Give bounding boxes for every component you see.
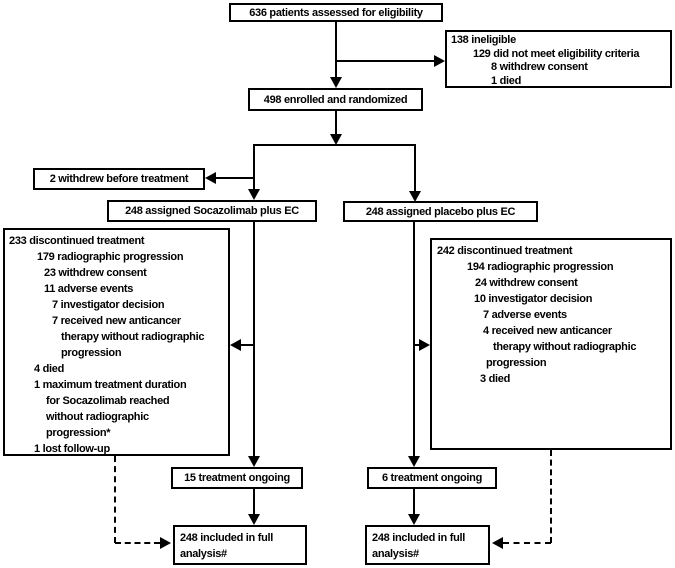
discontinued-line: without radiographic	[46, 411, 149, 423]
discontinued-line: progression*	[46, 427, 111, 439]
placebo-analysis-box: 248 included in full analysis#	[365, 525, 490, 565]
connector-left-ongoing-analysis	[253, 489, 255, 515]
discontinued-line: 233 discontinued treatment	[9, 235, 145, 247]
split-line	[253, 144, 416, 146]
discontinued-line: 7 adverse events	[483, 309, 567, 321]
arrowhead-to-left-discontinued	[230, 339, 241, 351]
discontinued-line: 242 discontinued treatment	[437, 245, 573, 257]
arrowhead-to-right-analysis	[408, 514, 420, 525]
arrowhead-to-left-analysis	[248, 514, 260, 525]
arrowhead-to-left-ongoing	[248, 456, 260, 467]
discontinued-line: 3 died	[480, 373, 510, 385]
connector-left-arm-ongoing	[253, 222, 255, 457]
enrolled-box: 498 enrolled and randomized	[248, 88, 423, 111]
discontinued-line: 23 withdrew consent	[44, 267, 147, 279]
connector-to-left-discontinued	[241, 344, 254, 346]
placebo-arm-box: 248 assigned placebo plus EC	[343, 201, 538, 222]
discontinued-line: therapy without radiographic	[61, 331, 205, 343]
connector-to-withdrew	[216, 177, 254, 179]
discontinued-line: progression	[486, 357, 547, 369]
arrowhead-to-ineligible	[434, 55, 445, 67]
discontinued-line: 7 received new anticancer	[52, 315, 181, 327]
connector-enrolled-split	[335, 111, 337, 135]
withdrew-before-treatment-box: 2 withdrew before treatment	[33, 168, 205, 190]
dashed-connector-left-horizontal	[115, 542, 160, 544]
connector-to-right-discontinued	[414, 344, 420, 346]
eligibility-box: 636 patients assessed for eligibility	[229, 3, 443, 22]
connector-split-right-arm	[414, 146, 416, 192]
dashed-connector-left-vertical	[114, 456, 116, 543]
discontinued-line: 1 lost follow-up	[34, 443, 110, 455]
arrowhead-to-withdrew	[205, 172, 216, 184]
connector-eligibility-enrolled	[335, 21, 337, 78]
ineligible-line: 8 withdrew consent	[491, 61, 588, 73]
connector-right-ongoing-analysis	[413, 489, 415, 515]
discontinued-line: 11 adverse events	[44, 283, 134, 295]
dashed-connector-right-vertical	[550, 450, 552, 543]
discontinued-line: 194 radiographic progression	[467, 261, 614, 273]
connector-right-arm-ongoing	[413, 222, 415, 457]
arrowhead-to-right-arm	[409, 191, 421, 202]
placebo-discontinued-box: 242 discontinued treatment 194 radiograp…	[430, 238, 672, 450]
ineligible-line: 129 did not meet eligibility criteria	[473, 47, 640, 60]
ineligible-line: 138 ineligible	[451, 34, 516, 46]
socazolimab-analysis-box: 248 included in full analysis#	[173, 525, 307, 565]
discontinued-line: 4 received new anticancer	[483, 325, 612, 337]
dashed-connector-right-horizontal	[503, 542, 551, 544]
dashed-arrowhead-to-right-analysis	[492, 537, 503, 549]
discontinued-line: progression	[61, 347, 122, 359]
arrowhead-to-enrolled	[330, 77, 342, 88]
socazolimab-discontinued-box: 233 discontinued treatment 179 radiograp…	[3, 228, 230, 456]
discontinued-line: therapy without radiographic	[493, 341, 637, 353]
ineligible-line: 1 died	[491, 74, 521, 87]
arrowhead-to-left-arm	[248, 189, 260, 200]
placebo-ongoing-box: 6 treatment ongoing	[367, 467, 497, 489]
discontinued-line: 10 investigator decision	[474, 293, 593, 305]
discontinued-line: 179 radiographic progression	[37, 251, 184, 263]
connector-split-left-arm	[253, 146, 255, 190]
arrowhead-to-right-discontinued	[419, 339, 430, 351]
socazolimab-arm-box: 248 assigned Socazolimab plus EC	[107, 200, 317, 222]
discontinued-line: for Socazolimab reached	[46, 395, 170, 407]
socazolimab-ongoing-box: 15 treatment ongoing	[171, 467, 303, 489]
discontinued-line: 7 investigator decision	[52, 299, 165, 311]
discontinued-line: 1 maximum treatment duration	[34, 379, 187, 391]
ineligible-box: 138 ineligible 129 did not meet eligibil…	[445, 30, 672, 88]
dashed-arrowhead-to-left-analysis	[160, 537, 171, 549]
discontinued-line: 24 withdrew consent	[475, 277, 578, 289]
discontinued-line: 4 died	[34, 363, 64, 375]
arrowhead-to-right-ongoing	[408, 456, 420, 467]
connector-to-ineligible	[336, 60, 434, 62]
arrowhead-to-split	[330, 134, 342, 145]
